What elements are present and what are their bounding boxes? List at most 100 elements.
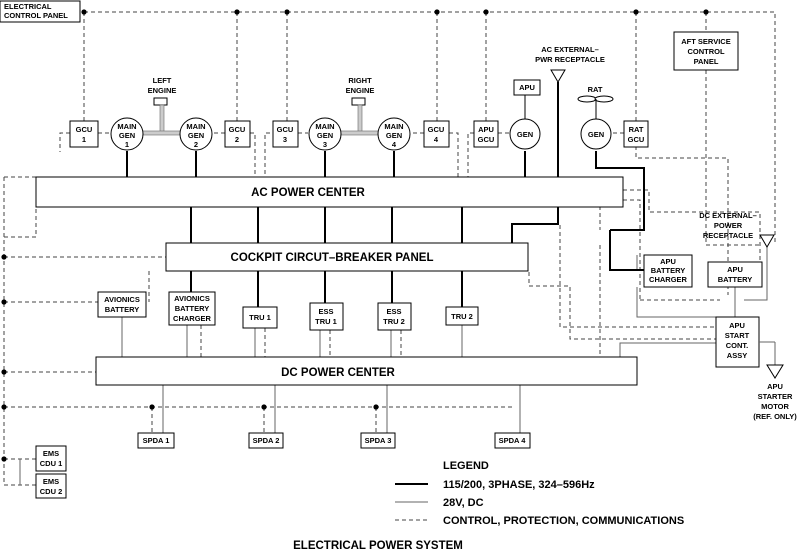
labels-dc_ext-2-text: RECEPTACLE [703,231,753,240]
labels-starter-0-text: APU [767,382,783,391]
ems-cdu-2: EMS CDU 2 [35,473,67,499]
labels-gen2-0-text: MAIN [186,122,205,131]
labels-rat_gcu-1-text: GCU [628,135,645,144]
labels-aft-0-text: AFT SERVICE [681,37,730,46]
labels-rat_gen-text: GEN [588,130,604,139]
labels-apu_chgr-0-text: APU [660,257,676,266]
legend-ac-label: 115/200, 3PHASE, 324–596Hz [443,479,595,491]
spda-3: SPDA 3 [360,432,396,449]
spda-4: SPDA 4 [494,432,531,449]
labels-apu_batt-0-text: APU [727,265,743,274]
labels-gen4-0-text: MAIN [384,122,403,131]
control-wiring [3,11,776,486]
labels-apu_chgr-2-text: CHARGER [649,275,688,284]
labels-apu_gen-text: GEN [517,130,533,139]
labels-avionics_chgr-1-text: BATTERY [175,304,210,313]
labels-gcu1-1-text: 1 [82,135,86,144]
labels-gen2-1-text: GEN [188,131,204,140]
labels-gcu3-1-text: 3 [283,135,287,144]
spda-2: SPDA 2 [248,432,284,449]
main-gen-3: MAIN GEN 3 [308,117,342,151]
labels-ems2-0-text: EMS [43,477,59,486]
labels-spda2-text: SPDA 2 [253,436,280,445]
labels-gen2-2-text: 2 [194,140,198,149]
labels-gcu3-0-text: GCU [277,125,294,134]
labels-gcu4-1-text: 4 [434,135,439,144]
labels-ess1-0-text: ESS [318,307,333,316]
apu-starter-motor: APU STARTER MOTOR (REF. ONLY) [753,341,797,421]
labels-gen4-1-text: GEN [386,131,402,140]
labels-dc_ext-0-text: DC EXTERNAL– [699,211,757,220]
rat-gcu: RAT GCU [623,120,649,148]
labels-apu_chgr-1-text: BATTERY [651,266,686,275]
labels-left_engine-0-text: LEFT [153,76,172,85]
labels-rat-text: RAT [588,85,603,94]
apu-battery: APU BATTERY [707,261,763,288]
labels-ems1-0-text: EMS [43,449,59,458]
gcu-3: GCU 3 [272,120,299,148]
labels-avionics_chgr-2-text: CHARGER [173,314,212,323]
labels-ems1-1-text: CDU 1 [40,459,63,468]
labels-spda1-text: SPDA 1 [143,436,170,445]
labels-gcu2-1-text: 2 [235,135,239,144]
gcu-4: GCU 4 [423,120,450,148]
legend-dc-label: 28V, DC [443,497,484,509]
apu-start-control-assembly: APU START CONT. ASSY [715,316,760,368]
labels-gen1-0-text: MAIN [117,122,136,131]
avionics-battery: AVIONICS BATTERY [97,291,147,318]
labels-spda4-text: SPDA 4 [499,436,527,445]
labels-starter-3-text: (REF. ONLY) [753,412,797,421]
labels-ac_center-text: AC POWER CENTER [251,187,365,199]
labels-ecp-1-text: CONTROL PANEL [4,11,68,20]
legend-control-label: CONTROL, PROTECTION, COMMUNICATIONS [443,515,684,527]
labels-gcu1-0-text: GCU [76,125,93,134]
dc-external-receptacle: DC EXTERNAL– POWER RECEPTACLE [699,211,775,248]
main-gen-4: MAIN GEN 4 [377,117,411,151]
ac-external-receptacle: AC EXTERNAL– PWR RECEPTACLE [535,45,605,83]
tru-1: TRU 1 [242,306,278,329]
labels-tru2-text: TRU 2 [451,312,473,321]
ess-tru-1: ESS TRU 1 [309,302,344,331]
labels-ess1-1-text: TRU 1 [315,317,337,326]
aft-service-control-panel: AFT SERVICE CONTROL PANEL [673,31,739,71]
labels-ess2-1-text: TRU 2 [383,317,405,326]
labels-apu_gcu-0-text: APU [478,125,494,134]
gcu-2: GCU 2 [224,120,251,148]
labels-avionics_chgr-0-text: AVIONICS [174,294,210,303]
labels-avionics_batt-1-text: BATTERY [105,305,140,314]
labels-ac_ext-1-text: PWR RECEPTACLE [535,55,605,64]
legend: LEGEND 115/200, 3PHASE, 324–596Hz 28V, D… [395,460,684,527]
spda-1: SPDA 1 [137,432,175,449]
dc-power-center: DC POWER CENTER [95,356,638,386]
junction-dots [1,9,709,462]
labels-starter-1-text: STARTER [758,392,793,401]
gcu-1: GCU 1 [69,120,99,148]
labels-aft-2-text: PANEL [694,57,719,66]
labels-gen4-2-text: 4 [392,140,397,149]
labels-ems2-1-text: CDU 2 [40,487,63,496]
labels-dc_ext-1-text: POWER [714,221,743,230]
avionics-battery-charger: AVIONICS BATTERY CHARGER [168,291,216,326]
labels-tru1-text: TRU 1 [249,313,271,322]
labels-right_engine-0-text: RIGHT [348,76,372,85]
apu-gcu: APU GCU [473,120,499,148]
labels-aft-1-text: CONTROL [687,47,724,56]
labels-ecp-0-text: ELECTRICAL [4,2,52,11]
labels-apu_batt-1-text: BATTERY [718,275,753,284]
rat-unit: RAT GEN [577,85,614,150]
diagram-caption: ELECTRICAL POWER SYSTEM [293,540,463,552]
labels-gen3-0-text: MAIN [315,122,334,131]
labels-gcu4-0-text: GCU [428,125,445,134]
labels-ac_ext-0-text: AC EXTERNAL– [541,45,599,54]
labels-apu_start-2-text: CONT. [726,341,749,350]
cockpit-circuit-breaker-panel: COCKPIT CIRCUT–BREAKER PANEL [165,242,529,272]
labels-apu_start-3-text: ASSY [727,351,747,360]
labels-dc_center-text: DC POWER CENTER [281,367,395,379]
labels-apu_gcu-1-text: GCU [478,135,495,144]
electrical-control-panel: ELECTRICAL CONTROL PANEL [0,0,81,23]
labels-avionics_batt-0-text: AVIONICS [104,295,140,304]
ess-tru-2: ESS TRU 2 [377,302,412,331]
labels-spda3-text: SPDA 3 [365,436,392,445]
